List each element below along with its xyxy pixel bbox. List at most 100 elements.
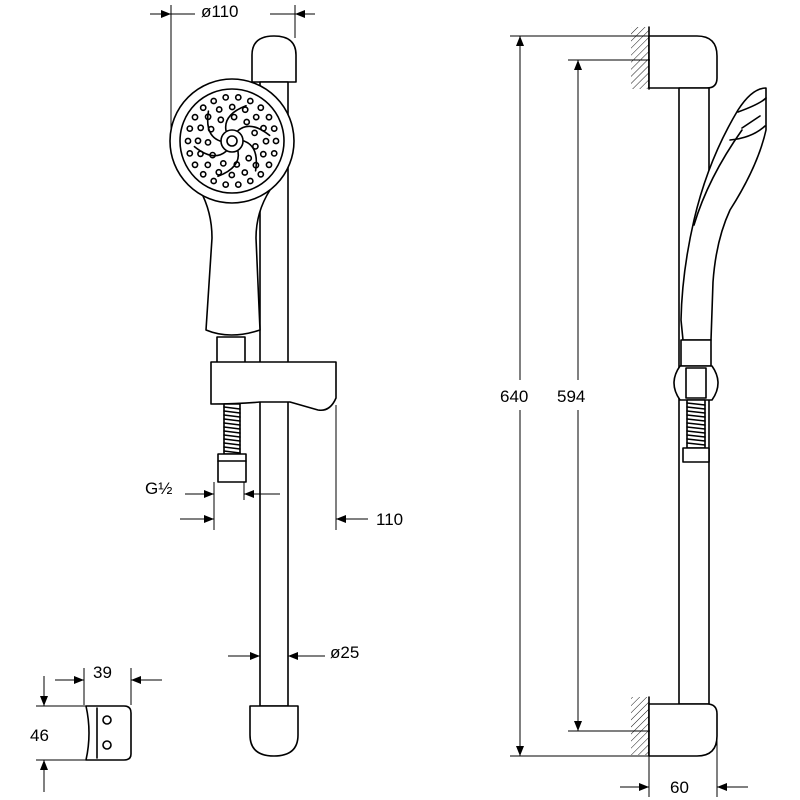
hose-rib (223, 442, 241, 446)
nozzle (215, 106, 223, 113)
nozzle (252, 113, 260, 121)
nozzle (197, 124, 205, 132)
label-bracket-width: 39 (93, 663, 112, 682)
nozzle (251, 129, 258, 137)
head-diameter-dimension: ø110 (150, 2, 315, 130)
nozzle (241, 106, 249, 114)
nozzle (191, 161, 199, 169)
side-view: 640 594 60 (500, 26, 767, 797)
bracket-screw-hole-bottom (102, 740, 112, 750)
hose-rib (223, 446, 241, 450)
label-head-diameter: ø110 (201, 2, 239, 21)
hand-shower-handle (199, 189, 271, 336)
nozzle (265, 161, 273, 169)
spray-swirl (217, 150, 240, 178)
hose-rib (686, 438, 706, 442)
nozzle (259, 150, 267, 158)
bracket-detail: 39 46 (30, 663, 162, 792)
nozzle (199, 170, 207, 178)
nozzle (204, 138, 212, 146)
label-bar-length: 594 (557, 387, 585, 406)
slider-depth-dimension: 110 (180, 405, 403, 530)
hose-rib (223, 422, 241, 426)
nozzle (257, 170, 265, 178)
wall-hatch-bottom (631, 697, 649, 755)
front-bottom-bracket (249, 705, 299, 757)
hose-rib (686, 406, 706, 410)
side-slider (673, 339, 719, 463)
shower-hose (217, 403, 247, 483)
hose-rib (223, 426, 241, 430)
nozzle (246, 177, 254, 185)
total-height-dimension: 640 (500, 35, 650, 757)
nozzle (270, 149, 278, 157)
spray-swirl (193, 145, 227, 157)
nozzle (210, 97, 218, 105)
spray-swirl (224, 104, 247, 132)
nozzle (246, 97, 254, 105)
spray-swirl (243, 140, 258, 172)
hose-rib (686, 430, 706, 434)
front-top-bracket (251, 35, 297, 83)
hose-rib (686, 426, 706, 430)
nozzle (230, 113, 238, 121)
hose-rib (223, 434, 241, 438)
label-thread: G½ (145, 479, 172, 498)
bar-diameter-dimension: ø25 (228, 643, 359, 662)
hose-rib (686, 414, 706, 418)
hose-rib (686, 402, 706, 406)
nozzle (245, 154, 253, 162)
nozzle (184, 137, 192, 145)
nozzle (257, 104, 265, 112)
nozzle (270, 125, 278, 133)
hose-rib (223, 450, 241, 454)
nozzle (228, 171, 236, 179)
nozzle (234, 181, 242, 188)
nozzle (243, 118, 251, 126)
hose-nut (216, 336, 246, 364)
hose-rib (223, 418, 241, 422)
label-wall-offset: 60 (670, 778, 689, 797)
nozzle (194, 137, 202, 145)
hose-rib (223, 406, 241, 410)
nozzle (217, 116, 225, 124)
side-hand-shower (680, 87, 767, 341)
nozzle (272, 137, 280, 145)
hose-rib (686, 410, 706, 414)
nozzle (262, 137, 270, 145)
label-bar-diameter: ø25 (330, 643, 359, 662)
nozzle (210, 177, 218, 185)
hand-shower-head (169, 78, 295, 204)
nozzle (215, 168, 223, 176)
label-bracket-height: 46 (30, 726, 49, 745)
hose-rib (223, 414, 241, 418)
hose-rib (223, 430, 241, 434)
hose-rib (686, 418, 706, 422)
nozzle (228, 103, 236, 111)
spray-swirl (237, 125, 271, 137)
nozzle (204, 161, 212, 169)
nozzle (186, 125, 194, 133)
bracket-body (85, 705, 132, 761)
label-slider-depth: 110 (376, 510, 403, 529)
hose-rib (223, 438, 241, 442)
nozzle (191, 113, 199, 121)
wall-hatch-top (631, 27, 649, 89)
nozzle (265, 113, 273, 121)
nozzle (222, 94, 230, 101)
bar-length-dimension: 594 (557, 59, 650, 732)
hose-rib (686, 422, 706, 426)
label-total-height: 640 (500, 387, 528, 406)
nozzle (241, 169, 249, 176)
wall-offset-dimension: 60 (620, 740, 748, 797)
thread-dimension: G½ (145, 479, 280, 530)
hose-rib (686, 434, 706, 438)
front-view: ø110 G½ 110 ø25 (145, 2, 403, 757)
nozzle (222, 181, 230, 188)
side-top-bracket (648, 35, 718, 89)
nozzle (186, 149, 194, 157)
nozzle (199, 104, 207, 112)
side-bottom-bracket (648, 703, 718, 757)
bracket-screw-hole-top (102, 715, 112, 725)
